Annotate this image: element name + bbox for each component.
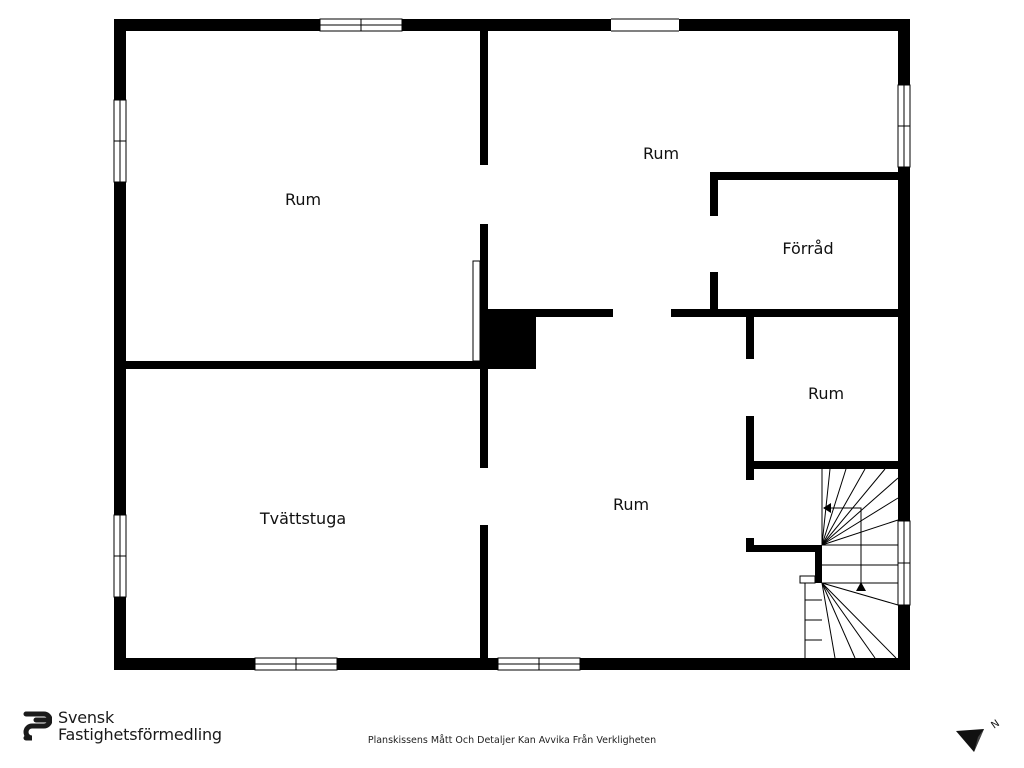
staircase: [799, 468, 899, 659]
brand-name-line1: Svensk: [58, 708, 115, 727]
room-label-laundry: Tvättstuga: [259, 509, 346, 528]
room-label-top-left: Rum: [285, 190, 321, 209]
room-label-small-right: Rum: [808, 384, 844, 403]
windows: [113, 18, 911, 671]
room-label-storage: Förråd: [782, 239, 833, 258]
disclaimer-text: Planskissens Mått Och Detaljer Kan Avvik…: [367, 735, 657, 746]
brand-logo: Svensk Fastighetsförmedling: [22, 709, 222, 743]
door-panel: [472, 260, 481, 362]
north-arrow-icon: N: [956, 719, 1002, 752]
north-label: N: [989, 719, 1001, 731]
room-label-top-right: Rum: [643, 144, 679, 163]
stair-arrow-up-icon: [856, 582, 866, 591]
room-label-center: Rum: [613, 495, 649, 514]
interior-walls: [126, 31, 898, 658]
floor-plan: Rum Rum Förråd Rum Tvättstuga Rum: [113, 18, 911, 671]
stair-arrow-icon: [823, 503, 831, 513]
brand-mark-icon: [23, 711, 52, 741]
brand-name-line2: Fastighetsförmedling: [58, 725, 222, 744]
